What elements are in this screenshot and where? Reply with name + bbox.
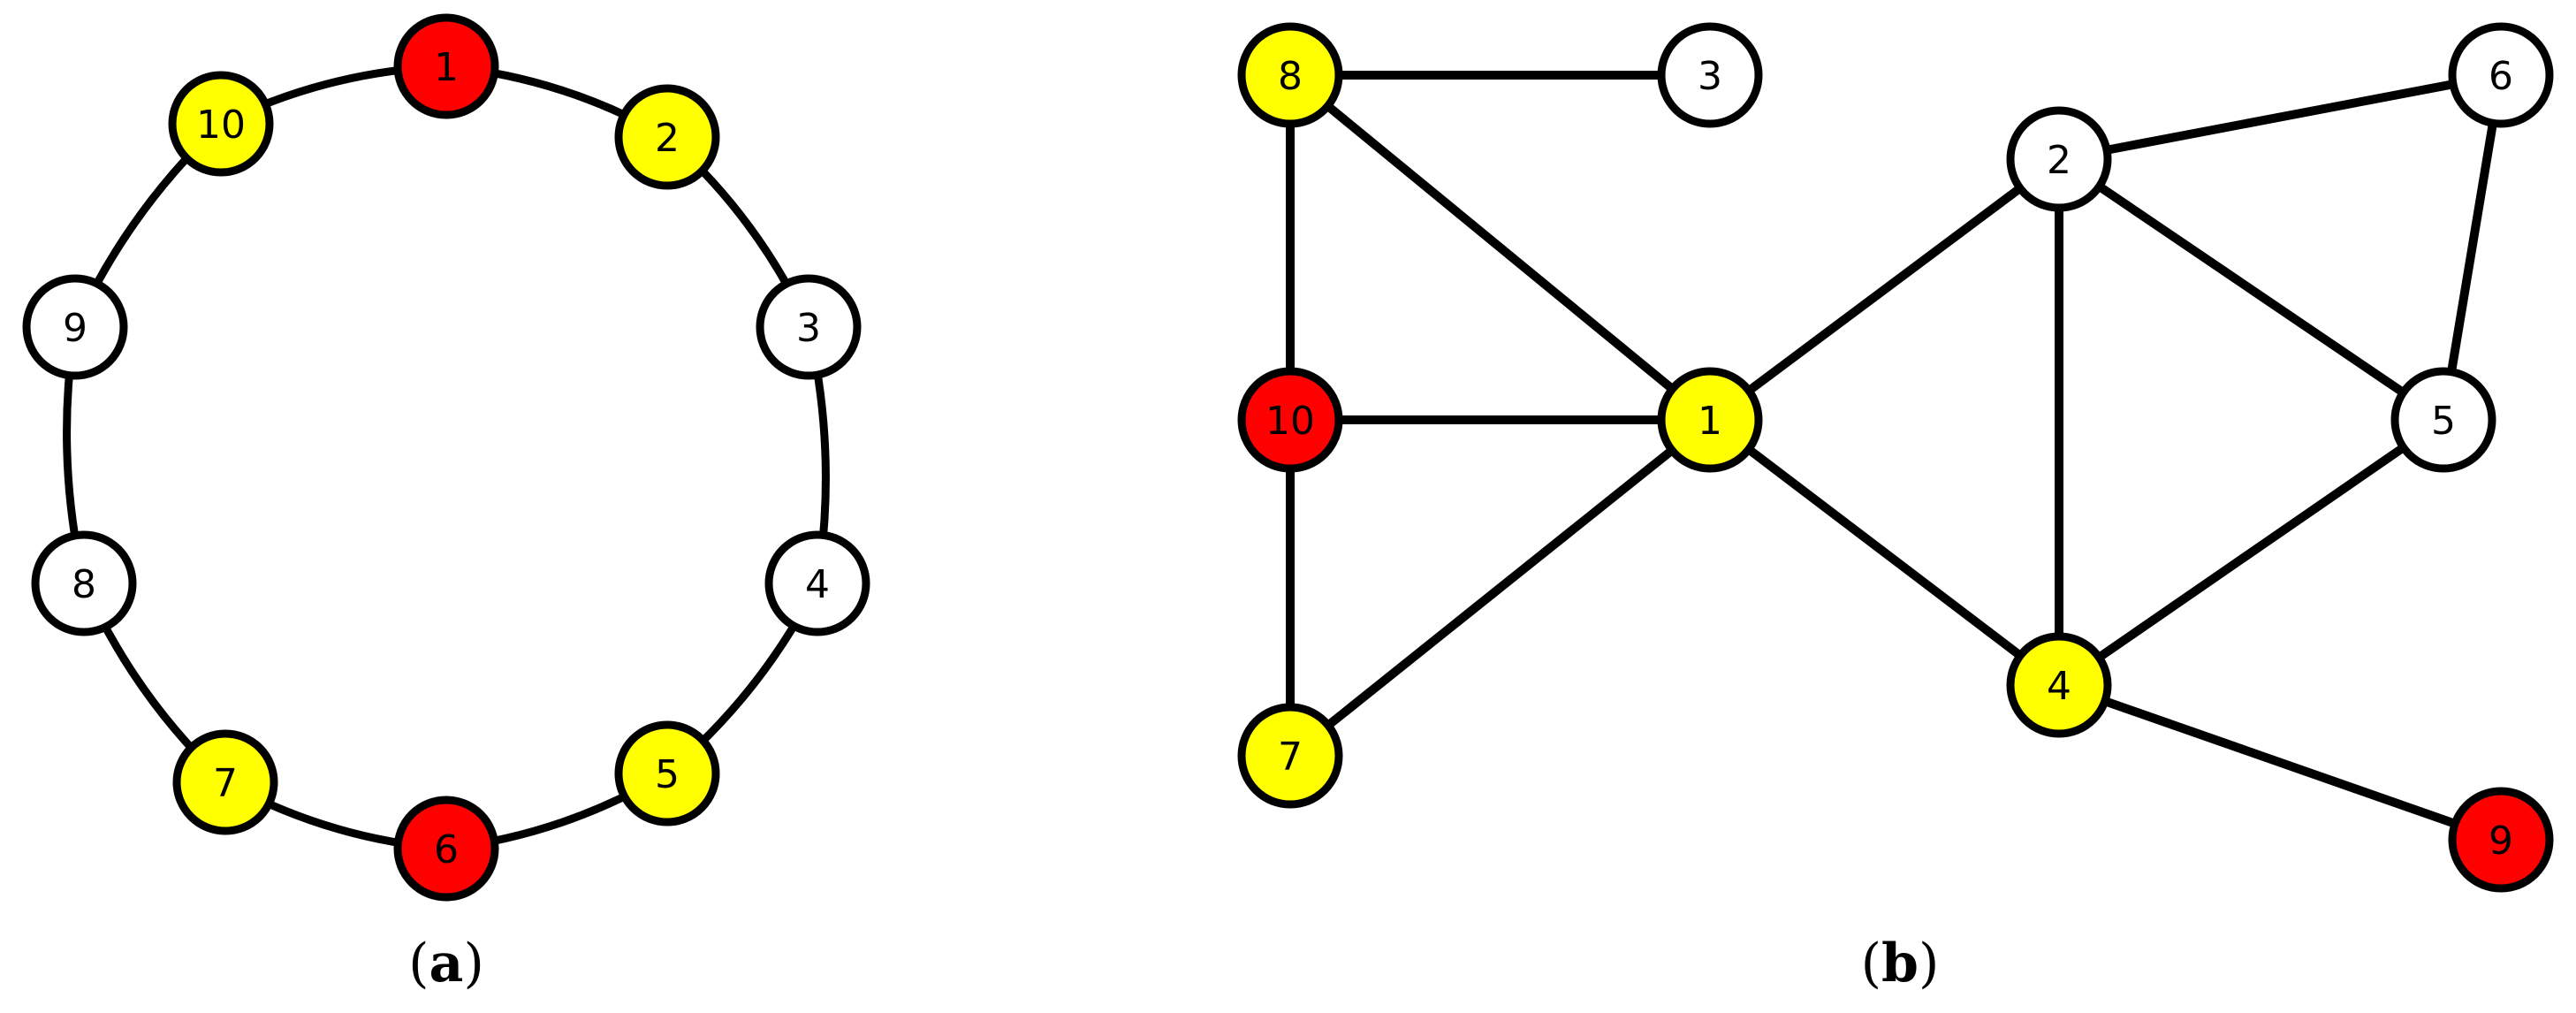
- panel-b-node-8-circle: [1237, 22, 1343, 128]
- panel-b-node-5-label: 5: [2431, 399, 2456, 444]
- panel-a-node-3-label: 3: [796, 306, 821, 351]
- panel-b-node-5-circle: [2390, 367, 2496, 473]
- panel-b-node-4-circle: [2006, 632, 2112, 738]
- panel-b-node-1: 1: [1657, 367, 1763, 473]
- panel-a-node-8-label: 8: [72, 562, 96, 607]
- panel-b-edge-8-1: [1287, 72, 1714, 423]
- panel-a-node-5-circle: [614, 720, 720, 826]
- panel-b-node-2-circle: [2006, 106, 2112, 212]
- panel-b-node-5: 5: [2390, 367, 2496, 473]
- panel-a-node-3: 3: [756, 274, 862, 380]
- panel-a-node-2-label: 2: [655, 116, 680, 161]
- panel-b-node-6-label: 6: [2489, 54, 2513, 99]
- panel-b-edge-2-5: [2056, 155, 2446, 424]
- panel-b-edge-2-6: [2058, 71, 2502, 164]
- panel-a-node-10: 10: [168, 71, 274, 177]
- panel-b-edge-4-9: [2057, 681, 2503, 844]
- panel-a-node-10-label: 10: [196, 103, 246, 148]
- panel-a-node-2-circle: [614, 84, 720, 190]
- panel-a-node-1-circle: [393, 13, 499, 119]
- panel-a-node-9-label: 9: [63, 306, 87, 351]
- panel-b-node-9: 9: [2448, 787, 2554, 893]
- panel-b-edge-1-4: [1706, 416, 2063, 689]
- panel-b-node-1-circle: [1657, 367, 1763, 473]
- panel-a-edges: [63, 62, 830, 853]
- panel-a-node-1: 1: [393, 13, 499, 119]
- panel-b-edge-7-1: [1287, 416, 1714, 759]
- panel-a: 1 2 3 4 5 6 7 8 9 10 (a): [22, 13, 870, 994]
- panel-b-edge-1-2: [1707, 155, 2062, 424]
- panel-a-caption: (a): [408, 933, 484, 994]
- panel-b-node-9-label: 9: [2489, 819, 2513, 864]
- panel-a-node-6-circle: [393, 796, 499, 902]
- panel-a-node-7-circle: [172, 729, 278, 835]
- panel-a-node-8-circle: [31, 530, 137, 636]
- panel-a-node-6: 6: [393, 796, 499, 902]
- panel-b-caption: (b): [1861, 933, 1940, 994]
- panel-a-node-8: 8: [31, 530, 137, 636]
- panel-a-node-4-circle: [764, 530, 870, 636]
- panel-b-node-10-circle: [1237, 367, 1343, 473]
- panel-b-node-8-label: 8: [1278, 54, 1303, 99]
- panel-b-node-7: 7: [1237, 703, 1343, 809]
- panel-b-node-10-label: 10: [1265, 399, 1315, 444]
- panel-a-node-7-label: 7: [213, 761, 238, 806]
- panel-a-node-4: 4: [764, 530, 870, 636]
- panel-a-node-9: 9: [22, 274, 128, 380]
- panel-a-node-1-label: 1: [434, 45, 459, 90]
- panel-b-node-3-circle: [1657, 22, 1763, 128]
- panel-b-edge-6-5: [2439, 74, 2505, 421]
- panel-a-nodes: 1 2 3 4 5 6 7 8 9 10: [22, 13, 870, 902]
- panel-a-node-5-label: 5: [655, 752, 680, 797]
- panel-b-node-7-label: 7: [1278, 735, 1303, 780]
- panel-b-node-8: 8: [1237, 22, 1343, 128]
- panel-a-node-2: 2: [614, 84, 720, 190]
- panel-a-node-10-circle: [168, 71, 274, 177]
- panel-b-node-2: 2: [2006, 106, 2112, 212]
- panel-a-node-6-label: 6: [434, 827, 459, 872]
- panel-b-node-10: 10: [1237, 367, 1343, 473]
- panel-b-node-7-circle: [1237, 703, 1343, 809]
- panel-a-node-4-label: 4: [805, 562, 830, 607]
- panel-a-node-7: 7: [172, 729, 278, 835]
- panel-b-edge-5-4: [2056, 415, 2446, 689]
- panel-b-node-3: 3: [1657, 22, 1763, 128]
- panel-b-node-9-circle: [2448, 787, 2554, 893]
- panel-b-node-2-label: 2: [2047, 138, 2071, 183]
- panel-a-node-3-circle: [756, 274, 862, 380]
- panel-b-node-6-circle: [2448, 22, 2554, 128]
- panel-b-node-4-label: 4: [2047, 664, 2071, 709]
- panel-b-node-1-label: 1: [1698, 399, 1722, 444]
- panel-b-nodes: 1 2 3 4 5 6 7 8 9 10: [1237, 22, 2554, 893]
- panel-a-node-5: 5: [614, 720, 720, 826]
- panel-b-node-3-label: 3: [1698, 54, 1722, 99]
- panel-a-node-9-circle: [22, 274, 128, 380]
- panel-b-node-4: 4: [2006, 632, 2112, 738]
- panel-b-node-6: 6: [2448, 22, 2554, 128]
- panel-b-edges: [1286, 71, 2505, 844]
- panel-b: 1 2 3 4 5 6 7 8 9 10 (b): [1237, 22, 2554, 994]
